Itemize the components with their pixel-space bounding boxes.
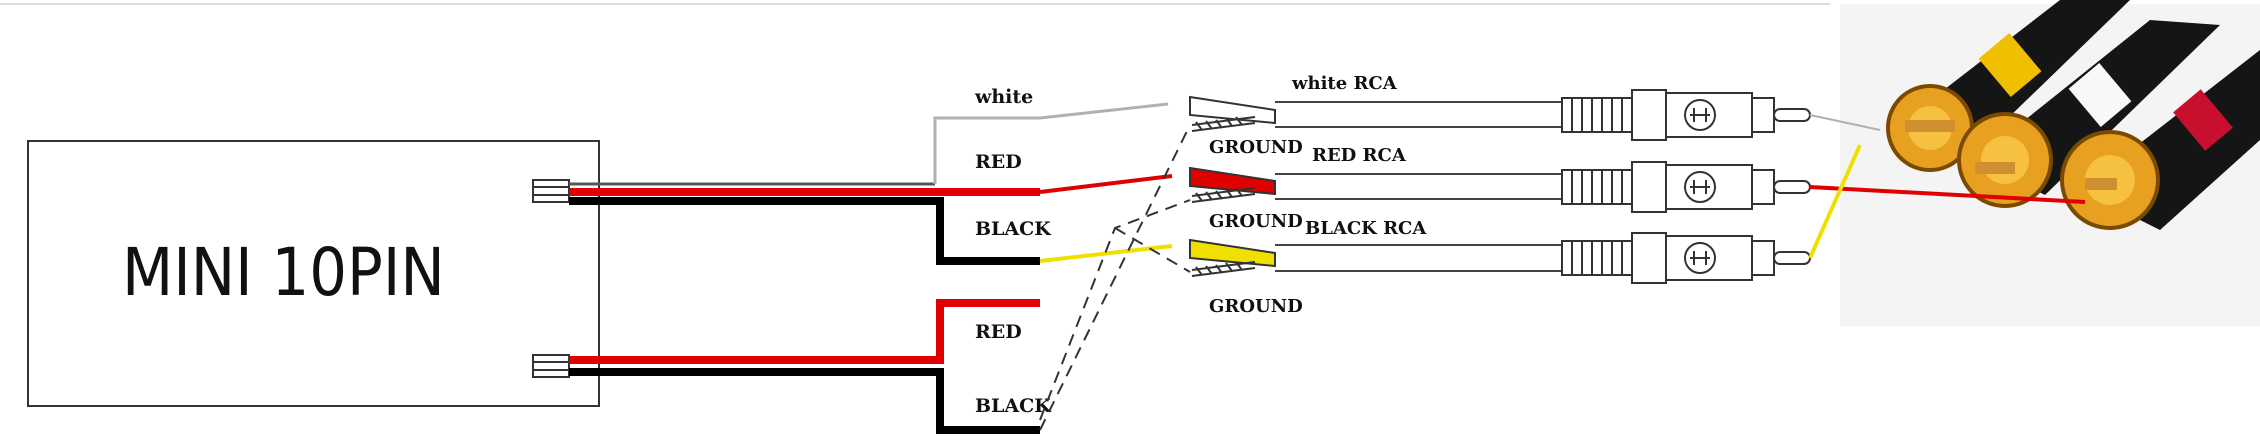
plug-red bbox=[2060, 50, 2260, 230]
rca-connector-red bbox=[1561, 161, 1811, 213]
rca-connector-white bbox=[1561, 89, 1811, 141]
label-white: white bbox=[974, 86, 1033, 108]
connector-pin-upper bbox=[532, 179, 570, 203]
ground-label-2: GROUND bbox=[1209, 211, 1303, 232]
mini-10pin-module: MINI 10PIN bbox=[27, 140, 600, 407]
ground-label-3: GROUND bbox=[1209, 296, 1303, 317]
plug-yellow bbox=[1886, 0, 2130, 172]
connector-pin-lower bbox=[532, 354, 570, 378]
label-red-1: RED bbox=[975, 151, 1022, 173]
plug-white bbox=[1957, 20, 2220, 208]
lead-white bbox=[1809, 114, 1881, 131]
ground-label-1: GROUND bbox=[1209, 137, 1303, 158]
upper-cable bbox=[569, 102, 1169, 265]
ground-dashed-links bbox=[1039, 124, 1191, 431]
lead-yellow bbox=[1808, 144, 1862, 259]
lead-red bbox=[1809, 185, 2086, 204]
label-black-2: BLACK bbox=[975, 395, 1052, 417]
label-red-2: RED bbox=[975, 321, 1022, 343]
label-black-1: BLACK bbox=[975, 218, 1052, 240]
rca-label-red: RED RCA bbox=[1312, 145, 1407, 166]
rca-cables bbox=[1275, 101, 1562, 272]
rca-label-black: BLACK RCA bbox=[1305, 218, 1427, 239]
rca-plugs-photo bbox=[1840, 0, 2260, 326]
module-label: MINI 10PIN bbox=[122, 234, 445, 311]
rca-connector-black bbox=[1561, 232, 1811, 284]
ground-shields bbox=[1191, 116, 1256, 277]
rca-label-white: white RCA bbox=[1291, 73, 1398, 94]
lower-cable bbox=[569, 299, 1040, 434]
